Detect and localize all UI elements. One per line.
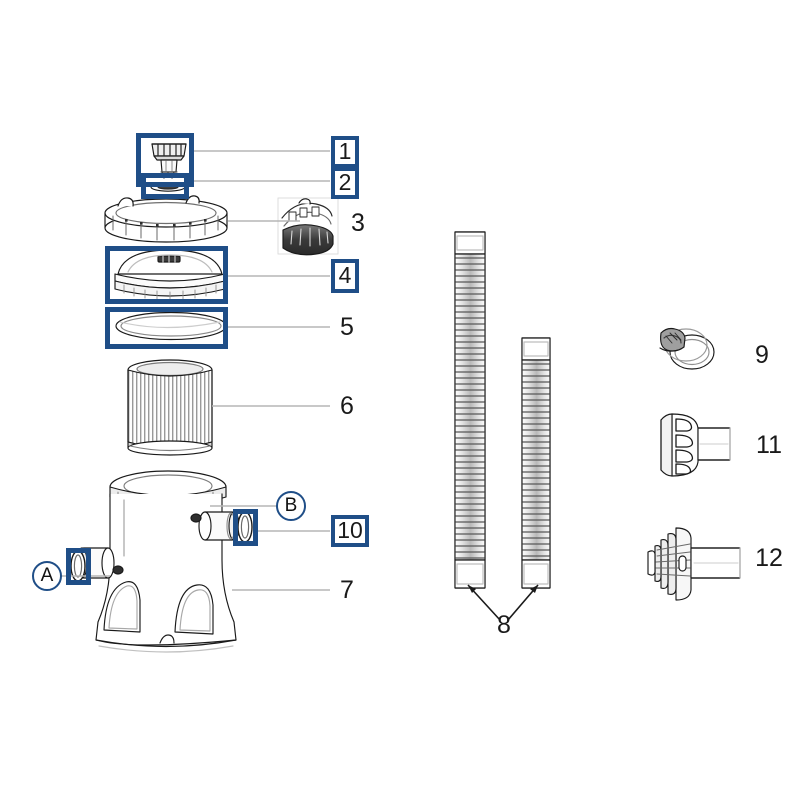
part-8-corrugated-hoses (454, 231, 551, 589)
part-label-4[interactable]: 4 (331, 259, 359, 293)
part-3-detail-inset (277, 197, 339, 256)
part-12-threaded-wall-fitting (647, 527, 741, 601)
part-label-12[interactable]: 12 (755, 543, 783, 572)
highlight-part-2[interactable] (141, 173, 189, 199)
highlight-part-1[interactable] (136, 133, 194, 187)
part-label-2[interactable]: 2 (331, 167, 359, 199)
part-label-10[interactable]: 10 (331, 515, 369, 547)
callout-B[interactable]: B (276, 491, 306, 521)
part-9-hose-clamp (659, 327, 715, 370)
part-label-8[interactable]: 8 (497, 610, 511, 639)
highlight-part-5[interactable] (105, 307, 228, 349)
part-label-5[interactable]: 5 (340, 312, 354, 341)
leader-lines (48, 150, 330, 591)
part-10-port-o-rings (70, 511, 253, 582)
part-label-11[interactable]: 11 (756, 430, 782, 459)
part-1-air-release-valve (151, 143, 187, 179)
part-label-1[interactable]: 1 (331, 136, 359, 168)
part-label-3[interactable]: 3 (351, 208, 365, 237)
part-6-filter-cartridge (127, 359, 213, 456)
part-label-6[interactable]: 6 (340, 391, 354, 420)
highlight-part-10-outlet[interactable] (233, 509, 258, 546)
highlight-part-10-inlet[interactable] (66, 548, 91, 585)
callout-A[interactable]: A (32, 561, 62, 591)
part-label-9[interactable]: 9 (755, 340, 769, 369)
part-7-pump-housing-body (76, 470, 240, 653)
highlight-part-4[interactable] (105, 246, 228, 304)
part-label-7[interactable]: 7 (340, 575, 354, 604)
leader-arrows-8 (467, 584, 539, 621)
part-11-strainer-grate-fitting (660, 413, 731, 477)
part-3-locking-collar-ring (104, 195, 228, 243)
